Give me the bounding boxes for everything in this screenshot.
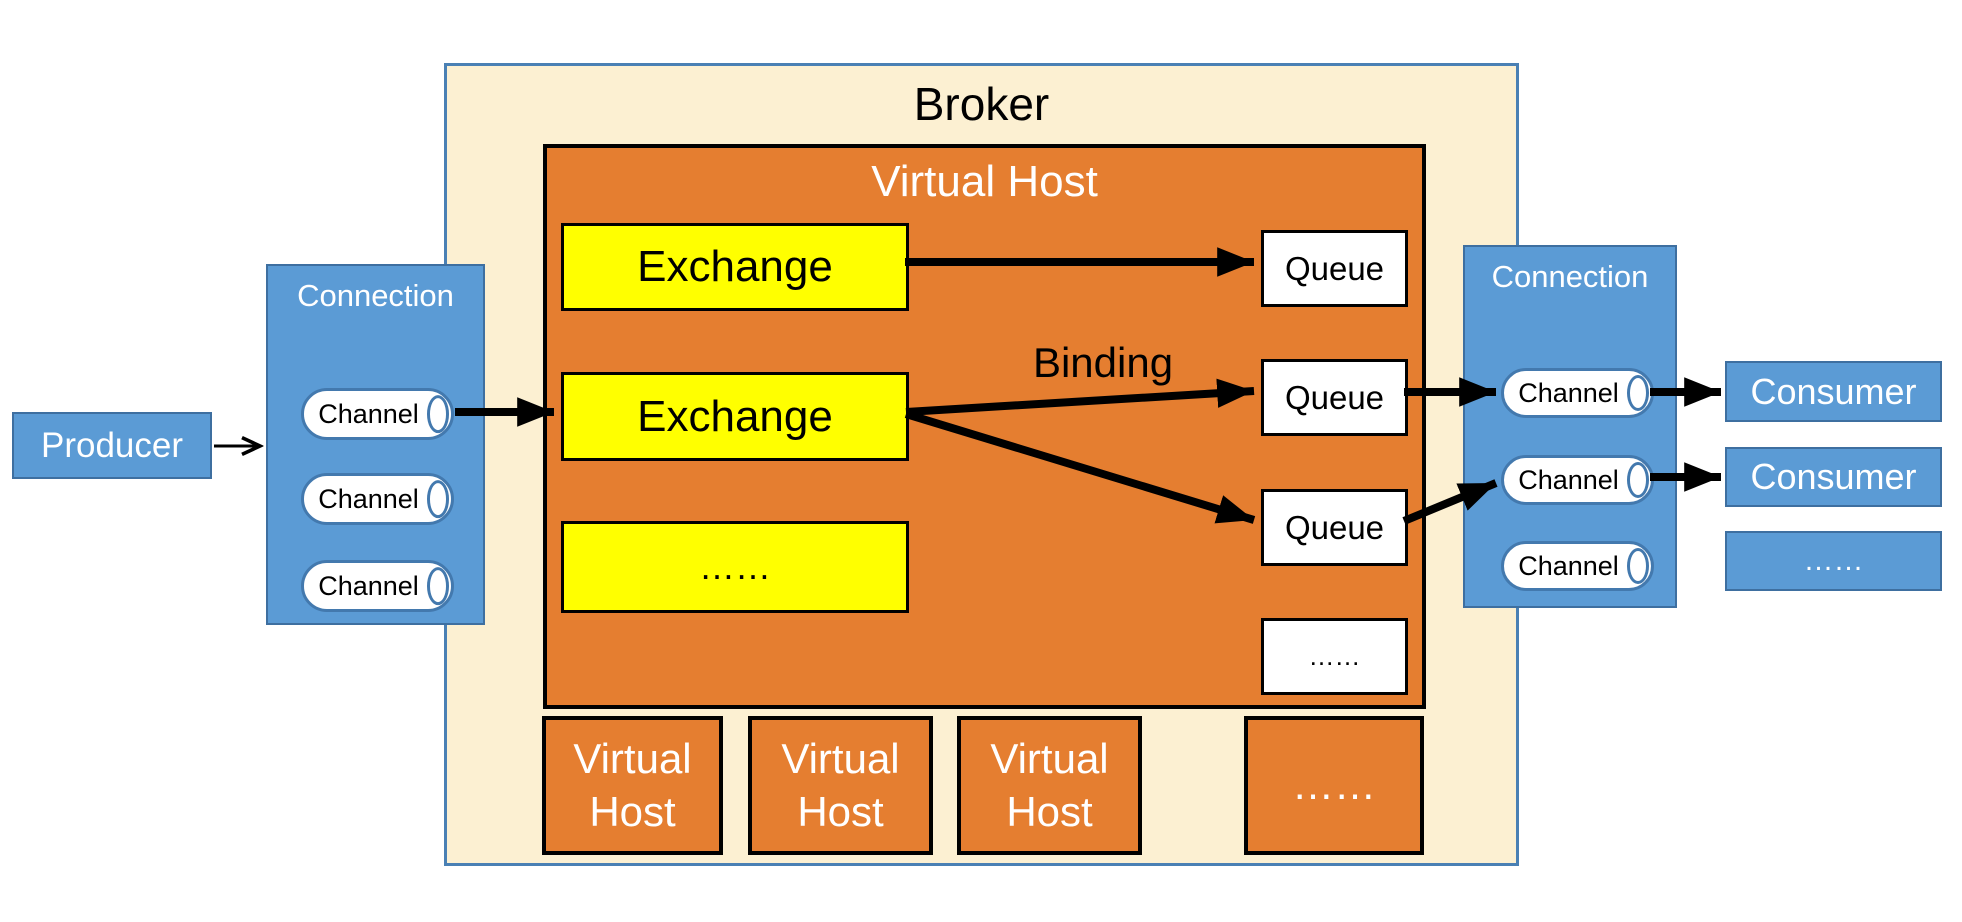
channel-cylinder: Channel bbox=[301, 388, 454, 440]
channel-label: Channel bbox=[318, 483, 419, 514]
channel-label: Channel bbox=[1518, 464, 1619, 495]
cylinder-cap-icon bbox=[1627, 547, 1649, 585]
right-connection-label: Connection bbox=[1491, 259, 1649, 294]
binding-label: Binding bbox=[1032, 339, 1174, 386]
exchange-box-2: Exchange bbox=[561, 372, 909, 461]
queue-box-3: Queue bbox=[1261, 489, 1408, 566]
queue-box-1: Queue bbox=[1261, 230, 1408, 307]
channel-cylinder: Channel bbox=[1501, 368, 1654, 418]
cylinder-cap-icon bbox=[1627, 374, 1649, 412]
virtual-host-box: Virtual Host Exchange Exchange …… Bindin… bbox=[543, 144, 1426, 709]
left-connection-label: Connection bbox=[297, 278, 454, 313]
queue-box-2: Queue bbox=[1261, 359, 1408, 436]
right-connection-box: Connection Channel Channel Channel bbox=[1463, 245, 1677, 608]
exchange-box-ellipsis: …… bbox=[561, 521, 909, 613]
broker-box: Broker Virtual Host Exchange Exchange ……… bbox=[444, 63, 1519, 866]
virtual-host-title: Virtual Host bbox=[871, 157, 1098, 206]
channel-cylinder: Channel bbox=[301, 473, 454, 525]
channel-label: Channel bbox=[318, 570, 419, 601]
exchange-box-1: Exchange bbox=[561, 223, 909, 311]
channel-label: Channel bbox=[318, 398, 419, 429]
channel-label: Channel bbox=[1518, 377, 1619, 408]
channel-cylinder: Channel bbox=[301, 560, 454, 612]
left-connection-box: Connection Channel Channel Channel bbox=[266, 264, 485, 625]
cylinder-cap-icon bbox=[427, 567, 449, 605]
virtual-host-tile-2: Virtual Host bbox=[748, 716, 933, 855]
queue-box-ellipsis: …… bbox=[1261, 618, 1408, 695]
channel-label: Channel bbox=[1518, 550, 1619, 581]
virtual-host-tile-3: Virtual Host bbox=[957, 716, 1142, 855]
consumer-box-2: Consumer bbox=[1725, 447, 1942, 507]
virtual-host-tile-ellipsis: …… bbox=[1244, 716, 1424, 855]
channel-cylinder: Channel bbox=[1501, 455, 1654, 505]
broker-title: Broker bbox=[913, 78, 1050, 130]
producer-box: Producer bbox=[12, 412, 212, 479]
virtual-host-tile-1: Virtual Host bbox=[542, 716, 723, 855]
consumer-box-1: Consumer bbox=[1725, 361, 1942, 422]
cylinder-cap-icon bbox=[1627, 461, 1649, 499]
channel-cylinder: Channel bbox=[1501, 541, 1654, 591]
consumer-box-ellipsis: …… bbox=[1725, 531, 1942, 591]
cylinder-cap-icon bbox=[427, 395, 449, 433]
cylinder-cap-icon bbox=[427, 480, 449, 518]
